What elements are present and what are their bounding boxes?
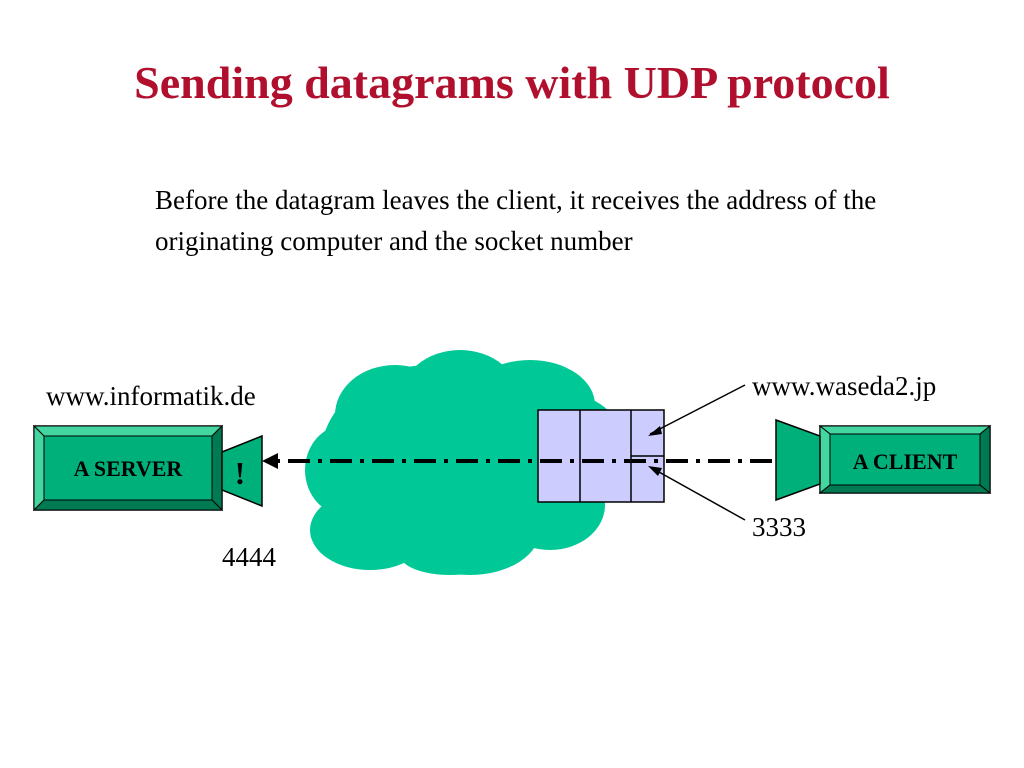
server-signal: ! (235, 455, 246, 491)
address-pointer (649, 384, 746, 435)
port-pointer-head (648, 466, 662, 476)
description-text: Before the datagram leaves the client, i… (155, 185, 877, 256)
client-port-label: 3333 (752, 512, 806, 542)
datagram-packet (537, 409, 665, 503)
server-box (32, 424, 224, 512)
client-box (818, 424, 992, 495)
address-pointer-head (648, 426, 662, 436)
network-cloud (305, 350, 625, 575)
port-pointer (649, 466, 746, 521)
client-host-label: www.waseda2.jp (752, 371, 936, 401)
server-label: A SERVER (74, 456, 184, 481)
path-arrowhead (262, 453, 278, 469)
server-port-label: 4444 (222, 542, 277, 572)
server-host-label: www.informatik.de (46, 381, 256, 411)
server-socket (221, 434, 263, 508)
client-socket (775, 418, 821, 502)
client-label: A CLIENT (853, 449, 958, 474)
slide-title: Sending datagrams with UDP protocol (134, 57, 890, 108)
